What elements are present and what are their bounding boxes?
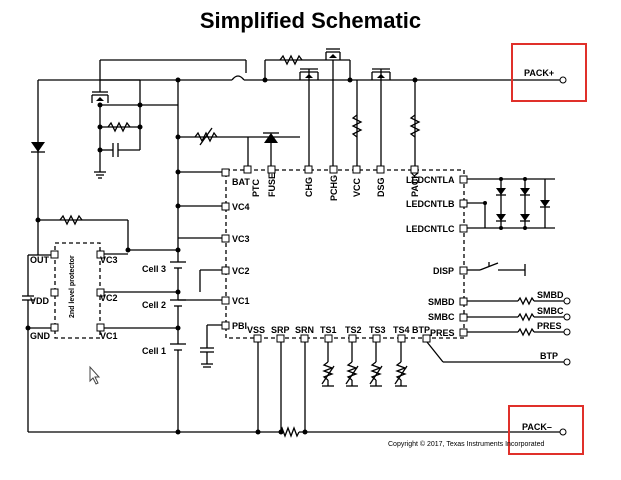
ic-pin-ledcntla: LEDCNTLA <box>406 175 455 185</box>
output-label-smbd: SMBD <box>537 290 564 300</box>
ic-pin-ptc: PTC <box>251 178 261 197</box>
ic-pin-vc3: VC3 <box>232 234 250 244</box>
ic-pin-ts2: TS2 <box>345 325 362 335</box>
precharge-fet <box>325 48 341 68</box>
pack-plus-terminal: PACK+ <box>511 43 587 102</box>
ic-pin-fuse: FUSE <box>267 173 277 197</box>
cell-stack: Cell 3 Cell 2 Cell 1 <box>142 77 186 435</box>
thermistors <box>321 342 408 387</box>
protector-pin-vdd: VDD <box>30 296 50 306</box>
protector-pin-out: OUT <box>30 255 50 265</box>
copyright-text: Copyright © 2017, Texas Instruments Inco… <box>388 440 544 448</box>
ic-pin-pack: PACK <box>410 172 420 197</box>
cell-label-3: Cell 3 <box>142 264 166 274</box>
gauge-ic: PTC FUSE CHG PCHG VCC DSG PACK BAT VC4 V… <box>221 165 468 343</box>
protector-pin-gnd: GND <box>30 331 51 341</box>
cell-label-1: Cell 1 <box>142 346 166 356</box>
ic-pin-pchg: PCHG <box>329 175 339 201</box>
ic-pin-ts1: TS1 <box>320 325 337 335</box>
ptc-fuse-branch <box>175 127 300 146</box>
ic-pin-smbd: SMBD <box>428 297 455 307</box>
ic-pin-vc2: VC2 <box>232 266 250 276</box>
protector-pin-vc2: VC2 <box>100 293 118 303</box>
protector-label: 2nd level protector <box>69 255 76 318</box>
cell-label-2: Cell 2 <box>142 300 166 310</box>
ic-pin-disp: DISP <box>433 266 454 276</box>
protector-cell-wires <box>104 253 178 329</box>
ic-pin-dsg: DSG <box>376 177 386 197</box>
protector-pin-vc3: VC3 <box>100 255 118 265</box>
discharge-fet <box>371 68 391 85</box>
ic-pin-bat: BAT <box>232 177 250 187</box>
ic-pin-smbc: SMBC <box>428 312 455 322</box>
pack-plus-label: PACK+ <box>524 68 554 78</box>
top-pin-wires <box>247 68 421 170</box>
ic-left-wires <box>178 171 226 368</box>
left-protection-network <box>22 59 247 432</box>
protector-label-text: 2nd level protector <box>69 255 76 318</box>
led-matrix <box>467 177 555 230</box>
output-label-smbc: SMBC <box>537 306 564 316</box>
ic-pin-ledcntlb: LEDCNTLB <box>406 199 455 209</box>
ic-pin-btp: BTP <box>412 325 430 335</box>
ic-pin-pbi: PBI <box>232 321 247 331</box>
ic-pin-chg: CHG <box>304 177 314 197</box>
output-label-btp: BTP <box>540 351 558 361</box>
ic-pin-ts4: TS4 <box>393 325 410 335</box>
disp-switch <box>467 262 526 276</box>
mouse-pointer-icon <box>89 365 101 385</box>
protector-pin-vc1: VC1 <box>100 331 118 341</box>
ic-pin-srn: SRN <box>295 325 314 335</box>
ic-pin-vc4: VC4 <box>232 202 250 212</box>
ic-pin-srp: SRP <box>271 325 290 335</box>
ic-pin-vc1: VC1 <box>232 296 250 306</box>
charge-fet <box>299 68 319 85</box>
ic-pin-vss: VSS <box>247 325 265 335</box>
ic-pin-vcc: VCC <box>352 177 362 197</box>
ic-pin-ledcntlc: LEDCNTLC <box>406 224 455 234</box>
smbus-outputs: SMBD SMBC PRES BTP <box>426 290 571 366</box>
pack-minus-rail <box>28 342 567 438</box>
ic-pin-pres: PRES <box>430 328 455 338</box>
precharge-resistor <box>279 54 303 66</box>
pack-minus-label: PACK– <box>522 422 552 432</box>
protector-block: 2nd level protector OUT VDD GND VC3 VC2 … <box>30 242 118 341</box>
output-label-pres: PRES <box>537 321 562 331</box>
page-title: Simplified Schematic <box>199 8 422 33</box>
pack-minus-terminal: PACK– <box>508 405 584 455</box>
ic-pin-ts3: TS3 <box>369 325 386 335</box>
